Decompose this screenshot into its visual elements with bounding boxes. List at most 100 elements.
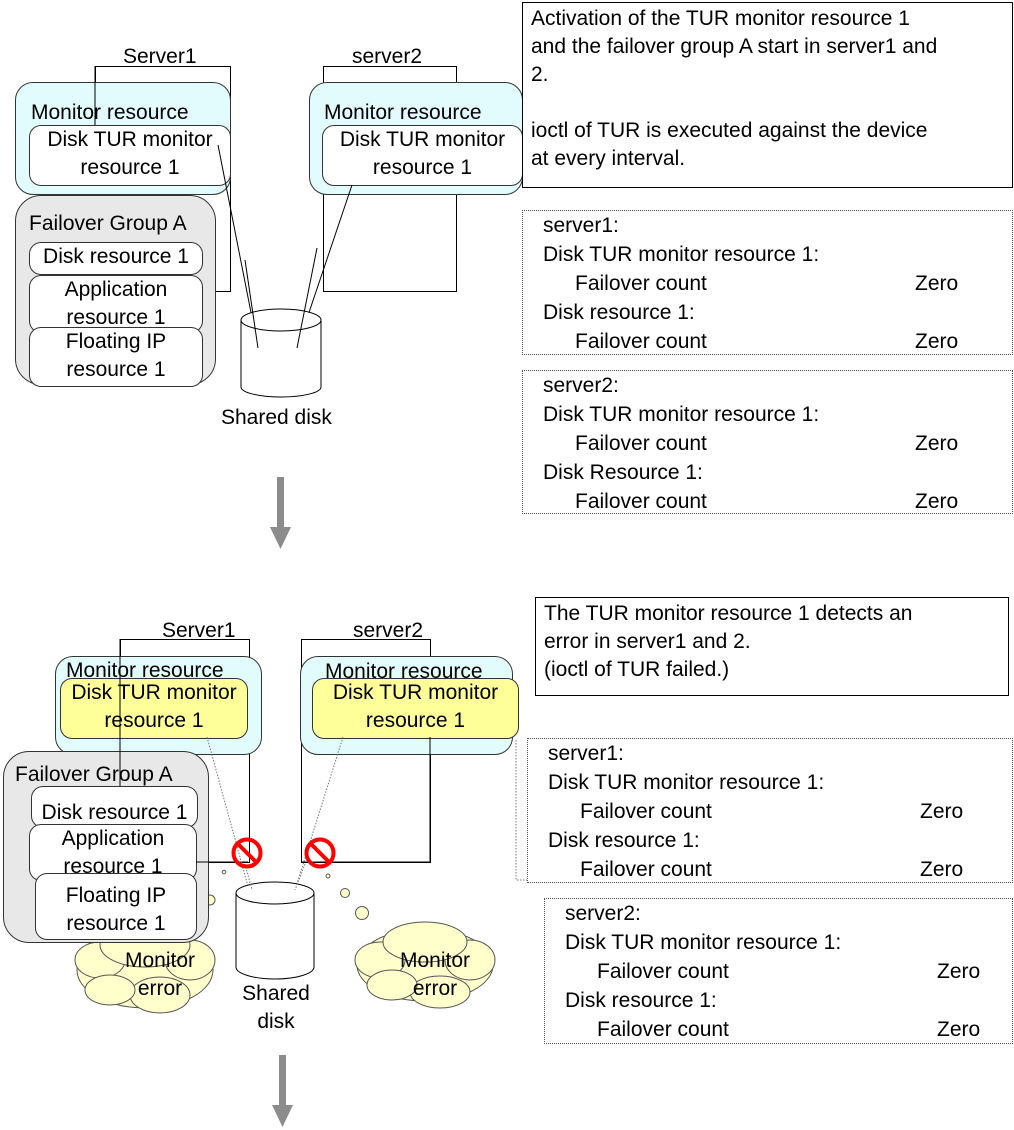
server2-label: server2 xyxy=(352,45,423,68)
step2-description-note: The TUR monitor resource 1 detects an er… xyxy=(535,597,1009,696)
tur-monitor-resource-server1[interactable]: Disk TUR monitor resource 1 xyxy=(29,125,231,186)
access-arrow-server2-over xyxy=(296,247,318,349)
note-line: 2. xyxy=(531,63,549,86)
access-arrow-server1-over xyxy=(244,259,259,349)
status-title: server2: xyxy=(565,902,641,925)
application-resource[interactable]: Application resource 1 xyxy=(29,824,197,881)
tur-monitor-line2: resource 1 xyxy=(80,156,180,179)
fip-resource-line2: resource 1 xyxy=(66,358,166,381)
failover-count-value: Zero xyxy=(915,330,959,353)
shared-disk-line2: disk xyxy=(257,1010,295,1033)
thought-cloud-icon xyxy=(74,869,227,1014)
step1-status-server1: server1: Disk TUR monitor resource 1: Fa… xyxy=(522,210,1013,355)
tur-monitor-resource-server1-error[interactable]: Disk TUR monitor resource 1 xyxy=(60,678,248,739)
prohibited-icon xyxy=(231,837,263,869)
note-line: ioctl of TUR is executed against the dev… xyxy=(531,119,928,142)
tur-monitor-resource-server2-error[interactable]: Disk TUR monitor resource 1 xyxy=(312,678,519,739)
failover-count-value: Zero xyxy=(920,800,964,823)
disk-resource-label: Disk resource 1 xyxy=(41,801,188,824)
disk-resource[interactable]: Disk resource 1 xyxy=(29,242,203,275)
app-resource-line1: Application xyxy=(64,278,168,301)
cloud-line1: Monitor xyxy=(399,949,471,972)
failover-count-label: Failover count xyxy=(575,330,707,353)
cylinder-disk-icon xyxy=(235,881,315,980)
monitor-label: Disk TUR monitor resource 1: xyxy=(543,243,820,266)
failover-count-value: Zero xyxy=(915,490,959,513)
tur-monitor-line1: Disk TUR monitor xyxy=(71,681,237,704)
app-resource-line2: resource 1 xyxy=(66,306,166,329)
failover-count-label: Failover count xyxy=(580,858,712,881)
monitor-error-cloud-server2: Monitor error xyxy=(380,947,490,1003)
fip-resource-line2: resource 1 xyxy=(66,912,166,935)
disk-resource[interactable]: Disk resource 1 xyxy=(31,786,198,828)
failover-count-label: Failover count xyxy=(597,960,729,983)
monitor-resource-label-server1: Monitor resource xyxy=(66,659,224,682)
failover-count-value: Zero xyxy=(937,960,981,983)
note-line: and the failover group A start in server… xyxy=(531,35,938,58)
app-resource-line1: Application xyxy=(61,827,165,850)
thought-cloud-icon xyxy=(325,873,496,1009)
failover-count-label: Failover count xyxy=(575,272,707,295)
status-title: server1: xyxy=(543,214,619,237)
monitor-label: Disk TUR monitor resource 1: xyxy=(565,931,842,954)
monitor-resource-label-server2: Monitor resource xyxy=(324,101,482,124)
disk-label: Disk resource 1: xyxy=(548,829,700,852)
note-line: at every interval. xyxy=(531,147,686,170)
tur-monitor-resource-server2[interactable]: Disk TUR monitor resource 1 xyxy=(322,125,523,186)
floating-ip-resource[interactable]: Floating IP resource 1 xyxy=(29,327,203,387)
shared-disk-label: Shared disk xyxy=(236,980,316,1036)
shared-disk-line1: Shared xyxy=(242,982,310,1005)
server1-label: Server1 xyxy=(123,45,197,68)
step1-status-server2: server2: Disk TUR monitor resource 1: Fa… xyxy=(522,370,1013,514)
failover-group-label: Failover Group A xyxy=(15,763,173,786)
monitor-resource-label-server1: Monitor resource xyxy=(31,101,189,124)
failover-count-value: Zero xyxy=(915,272,959,295)
status-title: server2: xyxy=(543,374,619,397)
note-line: The TUR monitor resource 1 detects an xyxy=(544,602,913,625)
failover-count-value: Zero xyxy=(920,858,964,881)
application-resource[interactable]: Application resource 1 xyxy=(29,275,203,333)
disk-resource-label: Disk resource 1 xyxy=(43,245,189,268)
tur-monitor-line1: Disk TUR monitor xyxy=(339,128,506,151)
cloud-line1: Monitor xyxy=(124,949,196,972)
tur-monitor-line2: resource 1 xyxy=(104,709,204,732)
disk-label: Disk resource 1: xyxy=(565,989,717,1012)
failover-count-label: Failover count xyxy=(575,490,707,513)
monitor-resource-label-server2: Monitor resource xyxy=(325,660,483,683)
tur-monitor-line1: Disk TUR monitor xyxy=(332,681,499,704)
prohibited-icon xyxy=(304,837,336,869)
cloud-line2: error xyxy=(412,977,458,1000)
tur-monitor-line2: resource 1 xyxy=(365,709,466,732)
step2-status-server1: server1: Disk TUR monitor resource 1: Fa… xyxy=(527,738,1013,883)
monitor-label: Disk TUR monitor resource 1: xyxy=(548,771,825,794)
status-link xyxy=(515,740,528,881)
failover-count-label: Failover count xyxy=(575,432,707,455)
step2-status-server2: server2: Disk TUR monitor resource 1: Fa… xyxy=(544,898,1013,1044)
fip-resource-line1: Floating IP xyxy=(65,884,167,907)
floating-ip-resource[interactable]: Floating IP resource 1 xyxy=(35,873,197,940)
disk-label: Disk Resource 1: xyxy=(543,461,703,484)
fip-resource-line1: Floating IP xyxy=(65,330,167,353)
failover-group-label: Failover Group A xyxy=(29,212,187,235)
down-arrow-icon xyxy=(272,1055,293,1127)
monitor-error-cloud-server1: Monitor error xyxy=(105,947,215,1003)
cloud-line2: error xyxy=(137,977,183,1000)
server2-label: server2 xyxy=(353,619,424,642)
note-line: error in server1 and 2. xyxy=(544,630,751,653)
failover-count-value: Zero xyxy=(915,432,959,455)
note-line: (ioctl of TUR failed.) xyxy=(544,658,730,681)
failover-count-label: Failover count xyxy=(597,1018,729,1041)
status-title: server1: xyxy=(548,742,624,765)
note-line: Activation of the TUR monitor resource 1 xyxy=(531,7,910,30)
disk-label: Disk resource 1: xyxy=(543,301,695,324)
server1-label: Server1 xyxy=(162,619,236,642)
step1-description-note: Activation of the TUR monitor resource 1… xyxy=(522,2,1013,188)
down-arrow-icon xyxy=(270,477,291,549)
app-resource-line2: resource 1 xyxy=(63,855,163,878)
tur-monitor-line2: resource 1 xyxy=(372,156,473,179)
failover-count-value: Zero xyxy=(937,1018,981,1041)
